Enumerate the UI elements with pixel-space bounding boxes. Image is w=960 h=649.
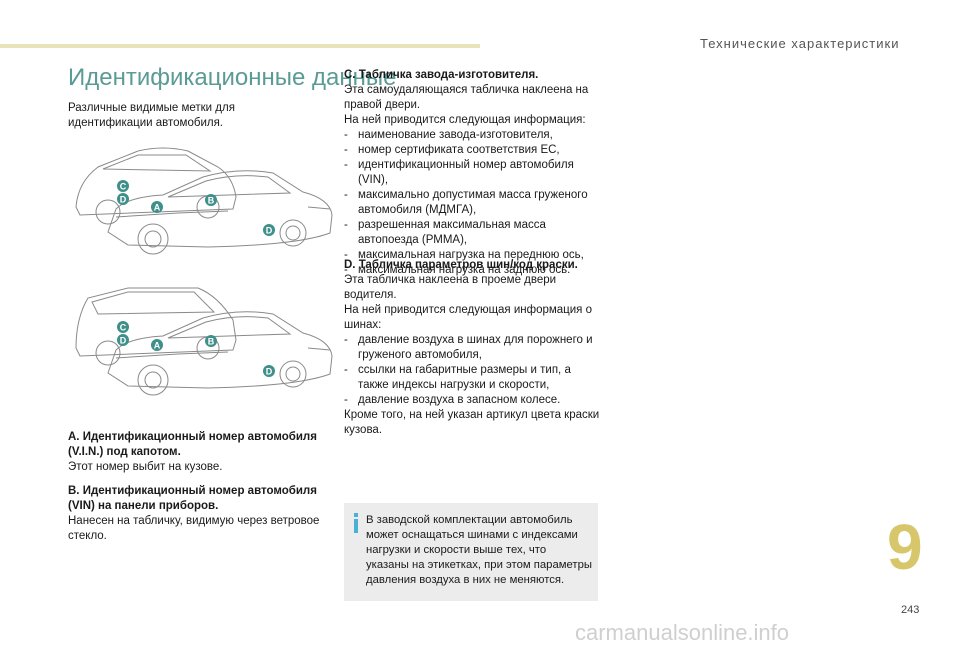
list-item: максимальная нагрузка на переднюю ось, [344, 248, 604, 263]
page-title: Идентификационные данные [68, 64, 397, 91]
list-item: разрешенная максимальная масса автопоезд… [344, 218, 604, 248]
list-item: максимальная нагрузка на заднюю ось. [344, 263, 604, 278]
header-rule [0, 44, 480, 48]
svg-text:C: C [120, 182, 127, 192]
block-c-lead: На ней приводится следующая информация: [344, 114, 586, 126]
svg-text:D: D [120, 195, 127, 205]
callout-c: C [117, 321, 129, 333]
intro-text: Различные видимые метки для идентификаци… [68, 102, 235, 129]
block-d-lead: На ней приводится следующая информация о… [344, 304, 593, 331]
block-b-heading: B. Идентификационный номер автомобиля (V… [68, 485, 317, 512]
chapter-number: 9 [887, 511, 923, 583]
block-c-intro: Эта самоудаляющаяся табличка наклеена на… [344, 84, 589, 111]
block-a-text: Этот номер выбит на кузове. [68, 461, 223, 473]
list-item: давление воздуха в запасном колесе. [344, 393, 604, 408]
callout-d-front: D [263, 365, 275, 377]
block-c: C. Табличка завода-изготовителя. Эта сам… [344, 68, 604, 278]
block-b: B. Идентификационный номер автомобиля (V… [68, 484, 333, 544]
block-d-list: давление воздуха в шинах для порожнего и… [344, 333, 604, 408]
list-item: идентификационный номер автомобиля (VIN)… [344, 158, 604, 188]
block-d-intro: Эта табличка наклеена в проеме двери вод… [344, 274, 557, 301]
block-b-text: Нанесен на табличку, видимую через ветро… [68, 515, 320, 542]
callout-d-rear: D [117, 193, 129, 205]
block-a-heading: A. Идентификационный номер автомобиля (V… [68, 431, 317, 458]
info-icon [354, 513, 358, 533]
svg-text:C: C [120, 323, 127, 333]
list-item: ссылки на габаритные размеры и тип, а та… [344, 363, 604, 393]
block-d-outro: Кроме того, на ней указан артикул цвета … [344, 409, 600, 436]
callout-d-front: D [263, 224, 275, 236]
watermark: carmanualsonline.info [575, 620, 790, 645]
block-d: D. Табличка параметров шин/код краски. Э… [344, 258, 604, 438]
callout-a: A [151, 339, 163, 351]
svg-text:A: A [154, 203, 161, 213]
section-title: Технические характеристики [700, 36, 900, 51]
list-item: номер сертификата соответствия ЕС, [344, 143, 604, 158]
info-box-text: В заводской комплектации автомобиль може… [366, 514, 592, 586]
block-c-list: наименование завода-изготовителя, номер … [344, 128, 604, 278]
list-item: максимально допустимая масса груженого а… [344, 188, 604, 218]
callout-b: B [205, 194, 217, 206]
block-d-heading: D. Табличка параметров шин/код краски. [344, 259, 578, 271]
svg-text:B: B [208, 196, 215, 206]
callout-d-rear: D [117, 334, 129, 346]
list-item: давление воздуха в шинах для порожнего и… [344, 333, 604, 363]
callout-b: B [205, 335, 217, 347]
callout-a: A [151, 201, 163, 213]
svg-text:D: D [120, 336, 127, 346]
svg-text:B: B [208, 337, 215, 347]
info-box: В заводской комплектации автомобиль може… [344, 503, 598, 601]
svg-text:D: D [266, 367, 273, 377]
car-illustration-hatchback: C D A B D [75, 147, 333, 255]
list-item: наименование завода-изготовителя, [344, 128, 604, 143]
block-c-heading: C. Табличка завода-изготовителя. [344, 69, 539, 81]
page-number: 243 [901, 604, 920, 616]
block-a: A. Идентификационный номер автомобиля (V… [68, 430, 333, 475]
svg-text:D: D [266, 226, 273, 236]
svg-text:A: A [154, 341, 161, 351]
car-illustration-wagon: C D A B D [75, 287, 333, 396]
callout-c: C [117, 180, 129, 192]
